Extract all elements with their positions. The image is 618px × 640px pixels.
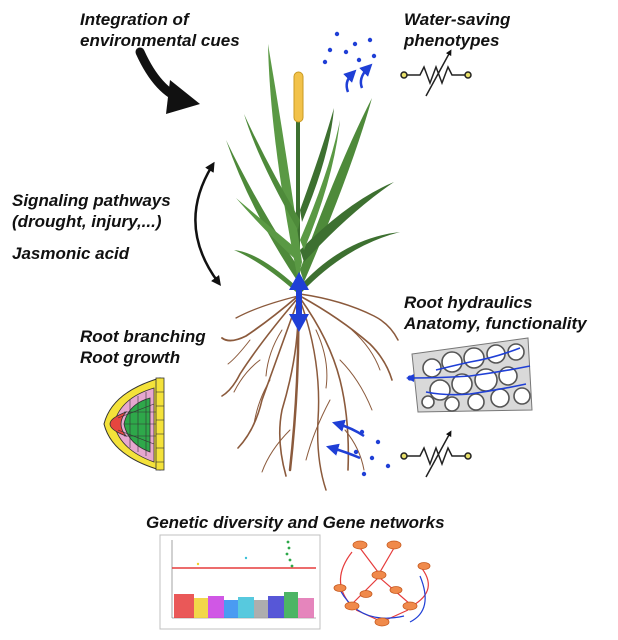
label-root-hydraulics: Root hydraulics Anatomy, functionality <box>404 293 587 333</box>
root-tip-diagram <box>103 377 165 471</box>
water-droplets-icon <box>353 429 391 477</box>
label-environmental-cues: Integration of environmental cues <box>80 10 240 50</box>
root-anatomy-cross-section <box>406 337 533 413</box>
label-water-saving-phenotypes: Water-saving phenotypes <box>404 10 511 50</box>
label-signaling-pathways: Signaling pathways (drought, injury,...) <box>12 191 171 231</box>
flower-spike-icon <box>293 71 304 123</box>
uptake-arrows-icon <box>325 419 365 460</box>
resistor-symbol-icon <box>400 49 472 97</box>
double-arrow-icon <box>194 161 221 287</box>
plant-shoot <box>226 44 400 292</box>
gene-network-thumbnail <box>333 540 431 627</box>
curved-arrow-icon <box>135 47 200 114</box>
label-root-branching: Root branching Root growth <box>80 327 206 367</box>
evaporation-arrows-icon <box>343 63 373 93</box>
resistor-symbol-icon <box>400 430 472 478</box>
water-droplets-icon <box>322 31 377 65</box>
label-genetic-diversity: Genetic diversity and Gene networks <box>146 513 445 532</box>
water-flow-arrow-icon <box>289 272 309 332</box>
root-system <box>221 293 399 491</box>
manhattan-plot-thumbnail <box>159 534 321 630</box>
label-jasmonic-acid: Jasmonic acid <box>12 244 130 263</box>
